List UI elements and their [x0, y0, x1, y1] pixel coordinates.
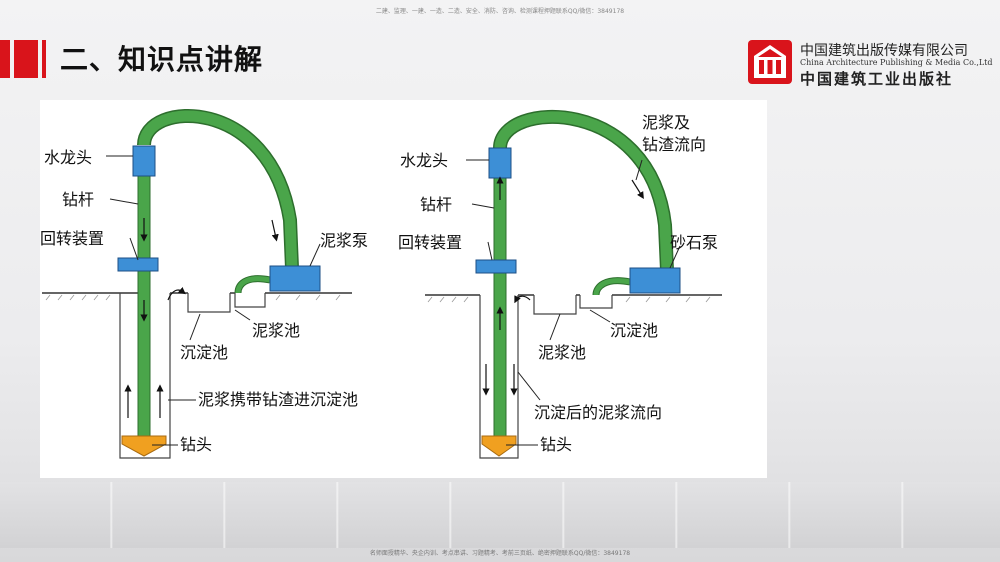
label-faucet: 水龙头: [44, 148, 92, 167]
accent-bar: [42, 40, 46, 78]
faucet-block: [132, 145, 156, 177]
label-flow-line2: 钻渣流向: [642, 135, 706, 154]
label-after-note: 沉淀后的泥浆流向: [534, 403, 662, 422]
gravel-pump-block: [629, 267, 681, 294]
accent-bar: [14, 40, 38, 78]
label-mud-pool: 泥浆池: [538, 343, 586, 362]
label-settling-pool: 沉淀池: [610, 321, 658, 340]
borehole: [119, 293, 171, 459]
drill-bit: [481, 435, 517, 457]
top-note: 二建、监理、一建、一造、二造、安全、消防、咨询、检测课程押题联系QQ/微信：38…: [375, 8, 625, 15]
publisher-name-en: China Architecture Publishing & Media Co…: [800, 58, 993, 67]
settling-pool: [579, 295, 613, 309]
publisher-name-calligraphy: 中国建筑工业出版社: [800, 70, 954, 88]
rotary-block: [475, 259, 517, 274]
diagram-panel: 水龙头 钻杆 回转装置 泥浆泵 泥浆池 沉淀池 泥浆携带钻渣进沉淀池 钻头: [40, 100, 767, 478]
publisher-logo-icon: [748, 40, 792, 84]
bottom-note: 名师面授精华、央企内训、考点串讲、习题精考、考前三页纸、绝密押题联系QQ/微信：…: [369, 550, 631, 557]
drill-rod: [493, 169, 507, 441]
label-rotary: 回转装置: [398, 233, 462, 252]
floor-background: [0, 482, 1000, 548]
settling-pool: [187, 293, 231, 313]
label-faucet: 水龙头: [400, 151, 448, 170]
left-diagram: 水龙头 钻杆 回转装置 泥浆泵 泥浆池 沉淀池 泥浆携带钻渣进沉淀池 钻头: [40, 108, 368, 459]
borehole: [479, 295, 519, 459]
label-drill-rod: 钻杆: [420, 195, 452, 214]
mud-hose: [494, 111, 673, 271]
rotary-block: [117, 257, 159, 272]
mud-pump-block: [269, 265, 321, 292]
publisher-name-cn: 中国建筑出版传媒有限公司: [800, 43, 968, 59]
right-diagram: 泥浆及 钻渣流向 水龙头 钻杆 回转装置 砂石泵 沉淀池 泥浆池 沉淀后的泥浆流…: [398, 110, 722, 459]
faucet-block: [488, 147, 512, 179]
label-drill-rod: 钻杆: [62, 190, 94, 209]
label-bit: 钻头: [540, 435, 572, 454]
drill-bit: [121, 435, 167, 457]
label-mud-pool: 泥浆池: [252, 321, 300, 340]
label-rotary: 回转装置: [40, 229, 104, 248]
label-bit: 钻头: [180, 435, 212, 454]
label-flow-line1: 泥浆及: [642, 113, 690, 132]
label-gravel-pump: 砂石泵: [670, 233, 718, 252]
label-settling-pool: 沉淀池: [180, 343, 228, 362]
label-carry-note: 泥浆携带钻渣进沉淀池: [198, 390, 358, 409]
mud-hose: [138, 110, 298, 269]
label-mud-pump: 泥浆泵: [320, 231, 368, 250]
accent-bar: [0, 40, 10, 78]
drilling-diagram: 水龙头 钻杆 回转装置 泥浆泵 泥浆池 沉淀池 泥浆携带钻渣进沉淀池 钻头: [40, 108, 722, 459]
mud-pool: [234, 293, 266, 308]
mud-pool: [533, 295, 577, 315]
page-title: 二、知识点讲解: [60, 43, 264, 76]
